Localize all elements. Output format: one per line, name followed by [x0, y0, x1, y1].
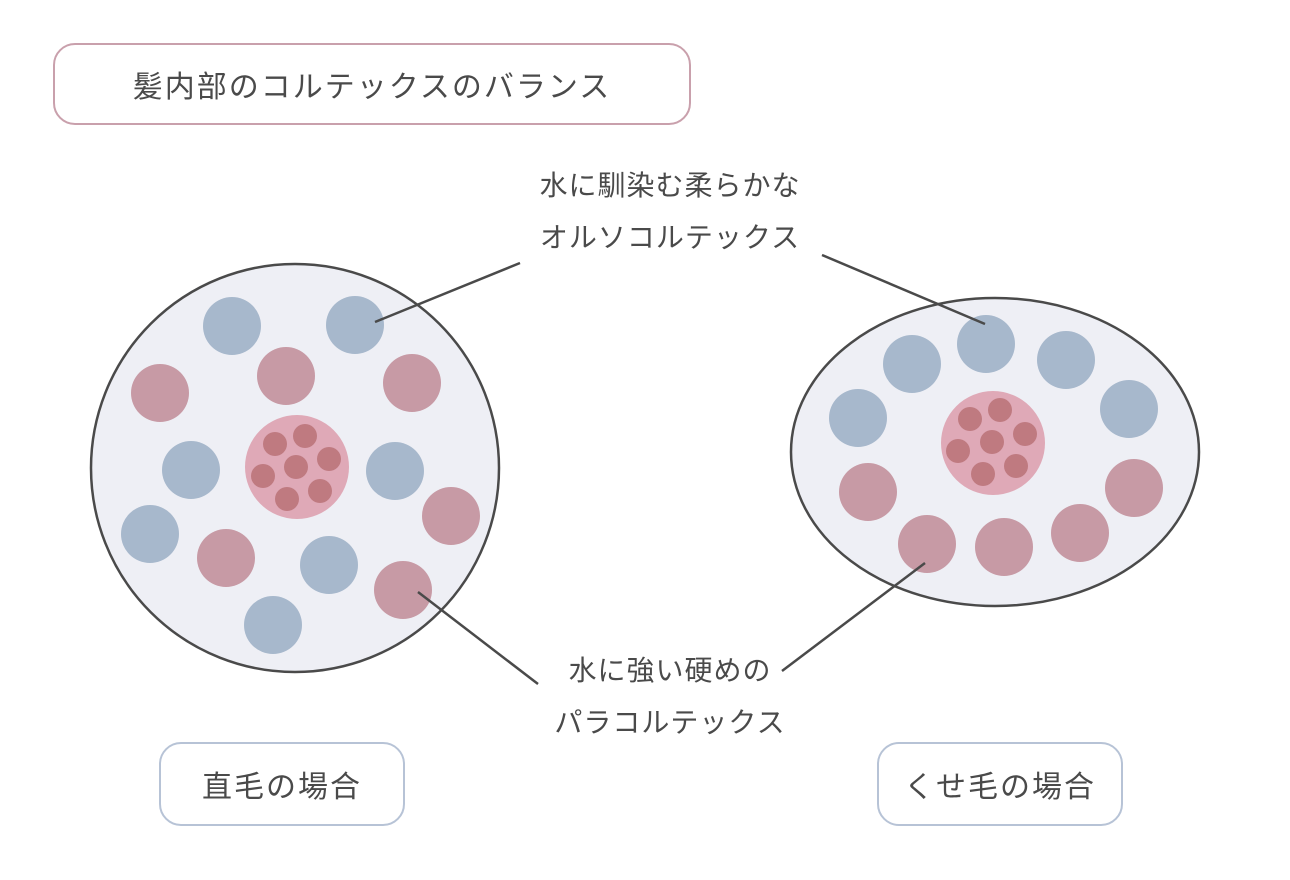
ortho-cortex-cell [121, 505, 179, 563]
para-cortex-cell [1105, 459, 1163, 517]
para-callout-line1: 水に強い硬めの [568, 654, 772, 687]
ortho-cortex-callout: 水に馴染む柔らかな オルソコルテックス [520, 160, 820, 264]
medulla-dot [263, 432, 287, 456]
medulla-dot [251, 464, 275, 488]
curly-hair-label: くせ毛の場合 [877, 742, 1123, 826]
ortho-cortex-cell [300, 536, 358, 594]
ortho-cortex-cell [1037, 331, 1095, 389]
para-leader-left [417, 591, 539, 685]
curly-hair-cross-section [789, 296, 1201, 608]
ortho-leader-right [821, 253, 986, 326]
medulla-dot [293, 424, 317, 448]
ortho-cortex-cell [162, 441, 220, 499]
medulla-dot [317, 447, 341, 471]
ortho-cortex-cell [1100, 380, 1158, 438]
para-cortex-cell [374, 561, 432, 619]
para-cortex-cell [197, 529, 255, 587]
para-cortex-cell [839, 463, 897, 521]
ortho-cortex-cell [883, 335, 941, 393]
straight-hair-label: 直毛の場合 [159, 742, 405, 826]
medulla-dot [1004, 454, 1028, 478]
medulla-dot [284, 455, 308, 479]
medulla-dot [958, 407, 982, 431]
ortho-callout-line1: 水に馴染む柔らかな [539, 169, 801, 202]
para-cortex-cell [131, 364, 189, 422]
straight-hair-cross-section [89, 262, 501, 674]
para-cortex-cell [1051, 504, 1109, 562]
medulla-dot [980, 430, 1004, 454]
para-cortex-cell [383, 354, 441, 412]
ortho-callout-line2: オルソコルテックス [539, 221, 801, 254]
medulla-dot [946, 439, 970, 463]
curly-medulla [941, 391, 1045, 495]
ortho-leader-left [374, 261, 521, 324]
ortho-cortex-cell [244, 596, 302, 654]
leader-lines [374, 253, 986, 685]
para-cortex-callout: 水に強い硬めの パラコルテックス [520, 645, 820, 749]
medulla-dot [1013, 422, 1037, 446]
medulla-dot [971, 462, 995, 486]
diagram-title: 髪内部のコルテックスのバランス [53, 43, 691, 125]
medulla-dot [308, 479, 332, 503]
para-callout-line2: パラコルテックス [554, 706, 786, 739]
ortho-cortex-cell [829, 389, 887, 447]
para-cortex-cell [975, 518, 1033, 576]
para-cortex-cell [898, 515, 956, 573]
para-cortex-cell [257, 347, 315, 405]
ortho-cortex-cell [326, 296, 384, 354]
ortho-cortex-cell [957, 315, 1015, 373]
para-leader-right [781, 562, 926, 672]
straight-medulla [245, 415, 349, 519]
ortho-cortex-cell [203, 297, 261, 355]
medulla-dot [988, 398, 1012, 422]
ortho-cortex-cell [366, 442, 424, 500]
para-cortex-cell [422, 487, 480, 545]
medulla-dot [275, 487, 299, 511]
